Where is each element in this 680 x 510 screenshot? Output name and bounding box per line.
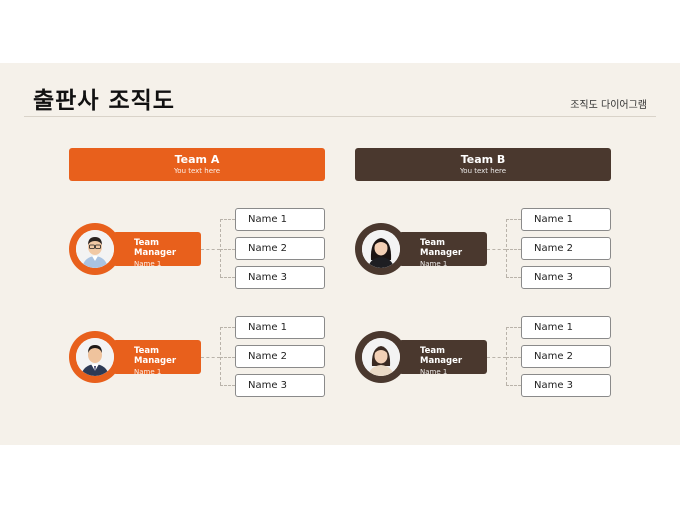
org-chart-slide: 출판사 조직도 조직도 다이어그램 Team A You text here T… bbox=[0, 63, 680, 445]
connector-line bbox=[506, 249, 521, 250]
team-a-subtext: You text here bbox=[173, 167, 221, 175]
team-b-group-1-member-2: Name 2 bbox=[521, 237, 611, 260]
team-a-group-2-member-1: Name 1 bbox=[235, 316, 325, 339]
team-a-name: Team A bbox=[174, 153, 220, 166]
manager-name: Name 1 bbox=[134, 368, 162, 376]
team-a-group-1-member-1: Name 1 bbox=[235, 208, 325, 231]
team-a-manager-1-avatar bbox=[69, 223, 121, 275]
team-a-group-2-member-2: Name 2 bbox=[235, 345, 325, 368]
team-b-header: Team B You text here bbox=[355, 148, 611, 181]
manager-name: Name 1 bbox=[420, 368, 448, 376]
team-b-group-1-member-1: Name 1 bbox=[521, 208, 611, 231]
team-b-group-2-member-3: Name 3 bbox=[521, 374, 611, 397]
title-divider bbox=[24, 116, 656, 117]
team-b-group-1-member-3: Name 3 bbox=[521, 266, 611, 289]
manager-role: Team Manager bbox=[420, 346, 463, 366]
manager-role: Team Manager bbox=[420, 238, 463, 258]
team-b-name: Team B bbox=[460, 153, 506, 166]
team-a-manager-1-label: Team Manager Name 1 bbox=[113, 232, 201, 268]
connector-line bbox=[506, 357, 521, 358]
connector-line bbox=[506, 219, 507, 277]
connector-line bbox=[506, 277, 521, 278]
connector-line bbox=[506, 219, 521, 220]
connector-line bbox=[506, 385, 521, 386]
team-b-manager-2-avatar bbox=[355, 331, 407, 383]
connector-line bbox=[220, 219, 221, 277]
connector-line bbox=[201, 357, 220, 358]
connector-line bbox=[220, 327, 235, 328]
team-a-header: Team A You text here bbox=[69, 148, 325, 181]
team-a-manager-2-avatar bbox=[69, 331, 121, 383]
connector-line bbox=[201, 249, 220, 250]
connector-line bbox=[220, 219, 235, 220]
team-a-group-1-member-2: Name 2 bbox=[235, 237, 325, 260]
page-subtitle: 조직도 다이어그램 bbox=[570, 100, 647, 111]
manager-name: Name 1 bbox=[420, 260, 448, 268]
team-a-manager-2-label: Team Manager Name 1 bbox=[113, 340, 201, 376]
connector-line bbox=[487, 357, 506, 358]
manager-role: Team Manager bbox=[134, 346, 177, 366]
connector-line bbox=[506, 327, 507, 385]
manager-role: Team Manager bbox=[134, 238, 177, 258]
team-b-manager-2-label: Team Manager Name 1 bbox=[399, 340, 487, 376]
connector-line bbox=[220, 327, 221, 385]
page-title: 출판사 조직도 bbox=[33, 88, 175, 114]
connector-line bbox=[506, 327, 521, 328]
manager-name: Name 1 bbox=[134, 260, 162, 268]
team-a-group-1-member-3: Name 3 bbox=[235, 266, 325, 289]
connector-line bbox=[220, 277, 235, 278]
team-b-manager-1-label: Team Manager Name 1 bbox=[399, 232, 487, 268]
connector-line bbox=[220, 385, 235, 386]
connector-line bbox=[487, 249, 506, 250]
team-a-group-2-member-3: Name 3 bbox=[235, 374, 325, 397]
connector-line bbox=[220, 249, 235, 250]
team-b-group-2-member-2: Name 2 bbox=[521, 345, 611, 368]
connector-line bbox=[220, 357, 235, 358]
team-b-subtext: You text here bbox=[459, 167, 507, 175]
team-b-group-2-member-1: Name 1 bbox=[521, 316, 611, 339]
team-b-manager-1-avatar bbox=[355, 223, 407, 275]
